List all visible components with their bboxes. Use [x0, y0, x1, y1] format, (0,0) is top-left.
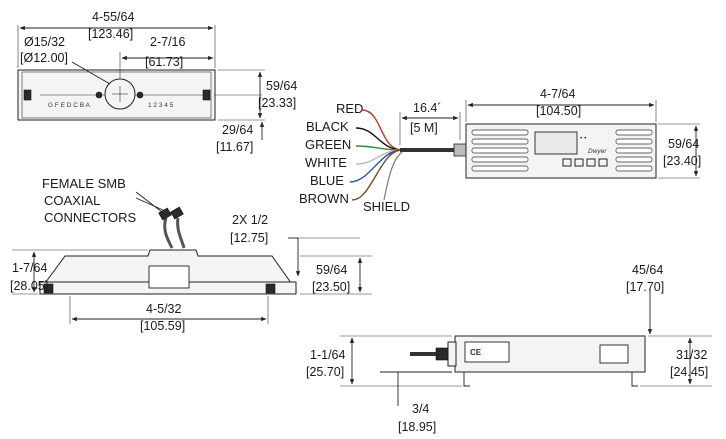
brand-logo: Dwyer — [588, 148, 607, 155]
side-left-fraction: 1-1/64 — [310, 348, 345, 362]
hole-dia-fraction: Ø15/32 — [24, 35, 65, 49]
wire-label-shield: SHIELD — [363, 199, 410, 214]
hole-dia-mm: [Ø12.00] — [20, 51, 68, 65]
unit-width-fraction: 4-7/64 — [540, 87, 575, 101]
key-3 — [586, 158, 596, 167]
right-pot — [136, 91, 144, 99]
overall-width-fraction: 4-55/64 — [92, 10, 134, 24]
offset-fraction: 2-7/16 — [150, 35, 185, 49]
cable-assembly: RED BLACK GREEN WHITE BLUE BROWN SHIELD … — [299, 87, 701, 214]
front-window — [148, 265, 190, 289]
left-pot — [95, 91, 103, 99]
wire-label-red: RED — [336, 101, 363, 116]
front-width-mm: [105.59] — [140, 319, 185, 333]
fin-slot — [615, 156, 653, 163]
right-height-fraction: 59/64 — [316, 263, 347, 277]
scale-numbers: 1 2 3 4 5 — [148, 102, 174, 109]
offset-mm: [61.73] — [145, 55, 183, 69]
wire-blue — [349, 149, 403, 183]
unit-height-fraction: 59/64 — [668, 137, 699, 151]
left-height-fraction: 1-7/64 — [12, 261, 47, 275]
wire-label-black: BLACK — [306, 119, 349, 134]
cable-length-ft: 16.4´ — [413, 101, 442, 115]
left-height-mm: [28.05] — [10, 279, 48, 293]
spacing-mm: [12.75] — [230, 231, 268, 245]
ce-mark: CE — [470, 348, 482, 357]
fin-slot — [615, 147, 653, 154]
fin-slot — [471, 156, 529, 163]
right-foot — [631, 372, 638, 387]
key-4 — [598, 158, 608, 167]
front-view: FEMALE SMB COAXIAL CONNECTORS 2X 1/2 [12… — [10, 176, 372, 333]
side-right-fraction: 31/32 — [676, 348, 707, 362]
top-view: G F E D C B A 1 2 3 4 5 4-55/64 [123.46]… — [17, 10, 297, 154]
side-view: CE 45/64 [17.70] 1-1/64 [25.70] 31/32 [2… — [306, 263, 712, 434]
bottom-depth-mm: [18.95] — [398, 420, 436, 434]
wire-shield — [383, 151, 403, 201]
lcd-display — [534, 131, 578, 155]
top-depth-mm: [17.70] — [626, 280, 664, 294]
coax-cable-1 — [163, 217, 174, 249]
scale-letters: G F E D C B A — [48, 102, 91, 109]
wire-label-green: GREEN — [305, 137, 351, 152]
key-2 — [574, 158, 584, 167]
half-height-mm: [11.67] — [216, 140, 253, 154]
wire-bundle — [349, 109, 403, 201]
unit-width-mm: [104.50] — [536, 104, 581, 118]
display-indicators: • • — [580, 135, 587, 142]
fin-slot — [471, 138, 529, 145]
cooling-fins — [471, 129, 653, 172]
wire-label-brown: BROWN — [299, 191, 349, 206]
connector-label-line1: FEMALE SMB — [42, 176, 126, 191]
bottom-depth-fraction: 3/4 — [412, 402, 429, 416]
spacing-fraction: 2X 1/2 — [232, 213, 268, 227]
fin-slot — [615, 129, 653, 136]
overall-width-mm: [123.46] — [88, 27, 133, 41]
wire-brown — [351, 149, 403, 201]
connector-label-line2: COAXIAL — [44, 193, 100, 208]
side-window — [599, 344, 629, 364]
fin-slot — [471, 129, 529, 136]
connector-leader-1 — [135, 191, 163, 213]
side-left-mm: [25.70] — [306, 365, 344, 379]
ce-label-plate — [464, 341, 510, 363]
coax-cable-2 — [176, 217, 186, 249]
cable-length-m: [5 M] — [410, 121, 438, 135]
front-width-fraction: 4-5/32 — [146, 302, 181, 316]
half-height-fraction: 29/64 — [222, 123, 253, 137]
fin-slot — [615, 165, 653, 172]
top-depth-fraction: 45/64 — [632, 263, 663, 277]
hole-leader — [71, 61, 111, 85]
height-fraction: 59/64 — [266, 79, 297, 93]
wire-label-blue: BLUE — [310, 173, 344, 188]
fin-slot — [471, 147, 529, 154]
fin-slot — [471, 165, 529, 172]
left-foot — [463, 372, 470, 387]
wire-label-white: WHITE — [305, 155, 347, 170]
connector-label-line3: CONNECTORS — [44, 210, 137, 225]
fin-slot — [615, 138, 653, 145]
right-height-mm: [23.50] — [312, 280, 350, 294]
unit-height-mm: [23.40] — [663, 154, 701, 168]
height-mm: [23.33] — [258, 96, 296, 110]
wire-red — [361, 109, 403, 151]
key-1 — [562, 158, 572, 167]
side-right-mm: [24.45] — [670, 365, 708, 379]
